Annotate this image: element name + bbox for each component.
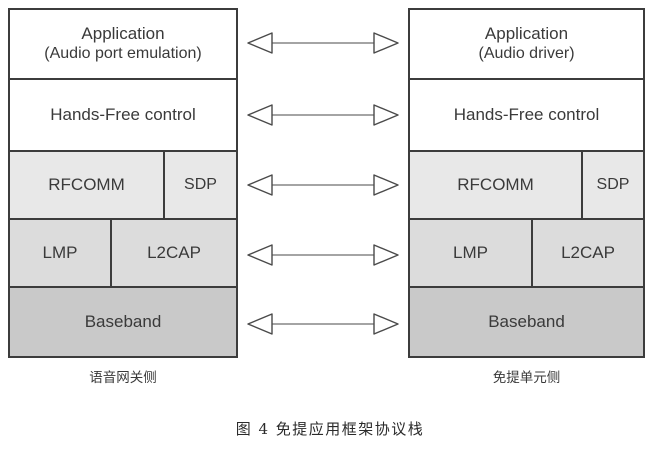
layer-lmp-l2cap-left: LMP L2CAP bbox=[10, 220, 236, 288]
cell-l2cap-left: L2CAP bbox=[112, 220, 236, 286]
layer-rfcomm-sdp-left: RFCOMM SDP bbox=[10, 152, 236, 220]
cell-baseband-right: Baseband bbox=[410, 288, 643, 356]
cell-application-right: Application (Audio driver) bbox=[410, 10, 643, 78]
protocol-stack-left: Application (Audio port emulation) Hands… bbox=[8, 8, 238, 358]
caption-right-stack: 免提单元侧 bbox=[492, 370, 561, 386]
caption-left-stack: 语音网关侧 bbox=[89, 370, 157, 386]
cell-application-left: Application (Audio port emulation) bbox=[10, 10, 236, 78]
layer-baseband-right: Baseband bbox=[410, 288, 643, 356]
application-subtitle-left: (Audio port emulation) bbox=[44, 45, 202, 63]
layer-lmp-l2cap-right: LMP L2CAP bbox=[410, 220, 643, 288]
figure-caption: 图 4 免提应用框架协议栈 bbox=[235, 420, 425, 438]
cell-lmp-left: LMP bbox=[10, 220, 112, 286]
connector-lmp-l2cap bbox=[238, 242, 408, 268]
layer-application-right: Application (Audio driver) bbox=[410, 10, 643, 80]
layer-hands-free-control-left: Hands-Free control bbox=[10, 80, 236, 152]
layer-application-left: Application (Audio port emulation) bbox=[10, 10, 236, 80]
layer-rfcomm-sdp-right: RFCOMM SDP bbox=[410, 152, 643, 220]
cell-sdp-left: SDP bbox=[165, 152, 236, 218]
application-title-right: Application bbox=[484, 24, 569, 44]
layer-hands-free-control-right: Hands-Free control bbox=[410, 80, 643, 152]
cell-rfcomm-left: RFCOMM bbox=[10, 152, 165, 218]
cell-rfcomm-right: RFCOMM bbox=[410, 152, 583, 218]
cell-baseband-left: Baseband bbox=[10, 288, 236, 356]
cell-hands-free-control-right: Hands-Free control bbox=[410, 80, 643, 150]
cell-sdp-right: SDP bbox=[583, 152, 643, 218]
connector-application bbox=[238, 30, 408, 56]
cell-l2cap-right: L2CAP bbox=[533, 220, 643, 286]
connector-hands-free-control bbox=[238, 102, 408, 128]
cell-lmp-right: LMP bbox=[410, 220, 533, 286]
connector-rfcomm bbox=[238, 172, 408, 198]
application-title-left: Application bbox=[81, 24, 165, 44]
connector-baseband bbox=[238, 311, 408, 337]
application-subtitle-right: (Audio driver) bbox=[478, 45, 575, 63]
cell-hands-free-control-left: Hands-Free control bbox=[10, 80, 236, 150]
protocol-stack-right: Application (Audio driver) Hands-Free co… bbox=[408, 8, 645, 358]
layer-baseband-left: Baseband bbox=[10, 288, 236, 356]
